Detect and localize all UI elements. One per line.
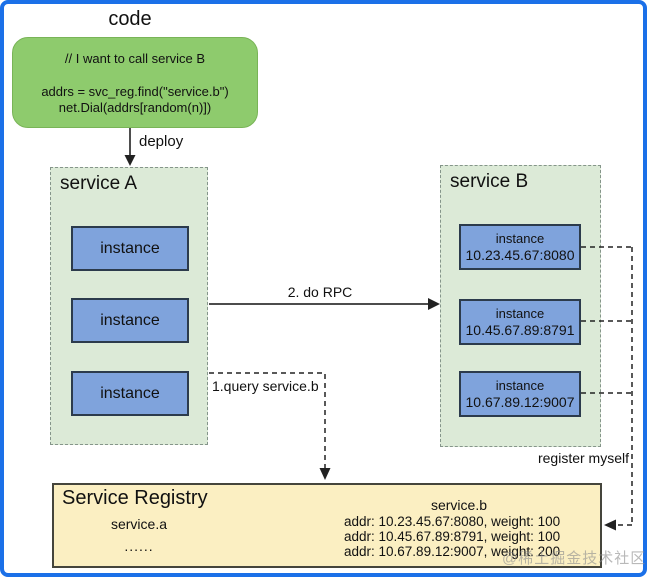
code-box: // I want to call service B addrs = svc_… <box>12 37 258 128</box>
instance-label: instance <box>495 231 545 246</box>
register-myself-label: register myself <box>537 450 629 466</box>
service-a-label: service A <box>60 173 138 194</box>
code-line-1: addrs = svc_reg.find("service.b") <box>41 84 229 99</box>
service-b-instance-1: instance 10.23.45.67:8080 <box>459 224 581 270</box>
deploy-arrow <box>124 128 136 166</box>
registry-service-b-title: service.b <box>430 497 488 513</box>
instance-address: 10.23.45.67:8080 <box>465 247 575 263</box>
instance-label: instance <box>495 378 545 393</box>
service-b-panel: service B instance 10.23.45.67:8080 inst… <box>440 165 601 447</box>
instance-label: instance <box>100 239 160 257</box>
service-b-instance-3: instance 10.67.89.12:9007 <box>459 371 581 417</box>
deploy-label: deploy <box>139 133 184 150</box>
registry-entry: addr: 10.67.89.12:9007, weight: 200 <box>344 544 561 559</box>
registry-entry: addr: 10.45.67.89:8791, weight: 100 <box>344 529 561 544</box>
instance-label: instance <box>495 306 545 321</box>
instance-label: instance <box>100 311 160 329</box>
registry-ellipsis: ...... <box>124 538 154 554</box>
service-b-instance-2: instance 10.45.67.89:8791 <box>459 299 581 345</box>
registry-panel: Service Registry service.a ...... servic… <box>52 483 602 568</box>
code-line-2: net.Dial(addrs[random(n)]) <box>58 100 212 115</box>
watermark: @稀土掘金技术社区 <box>502 550 647 567</box>
service-a-panel: service A instance instance instance <box>50 167 208 445</box>
registry-service-b-entries: addr: 10.23.45.67:8080, weight: 100 addr… <box>344 514 560 559</box>
rpc-arrow-label: 2. do RPC <box>287 284 353 300</box>
code-title: code <box>108 8 152 30</box>
service-b-label: service B <box>450 171 529 192</box>
instance-address: 10.45.67.89:8791 <box>465 322 575 338</box>
query-arrow-label: 1.query service.b <box>212 378 319 394</box>
service-a-instance-2: instance <box>71 298 189 343</box>
code-comment: // I want to call service B <box>64 51 206 66</box>
service-a-instance-1: instance <box>71 226 189 271</box>
service-a-instance-3: instance <box>71 371 189 416</box>
registry-entry: addr: 10.23.45.67:8080, weight: 100 <box>344 514 561 529</box>
instance-label: instance <box>100 384 160 402</box>
registry-title: Service Registry <box>62 487 208 509</box>
instance-address: 10.67.89.12:9007 <box>465 394 575 410</box>
registry-service-a: service.a <box>110 516 168 532</box>
